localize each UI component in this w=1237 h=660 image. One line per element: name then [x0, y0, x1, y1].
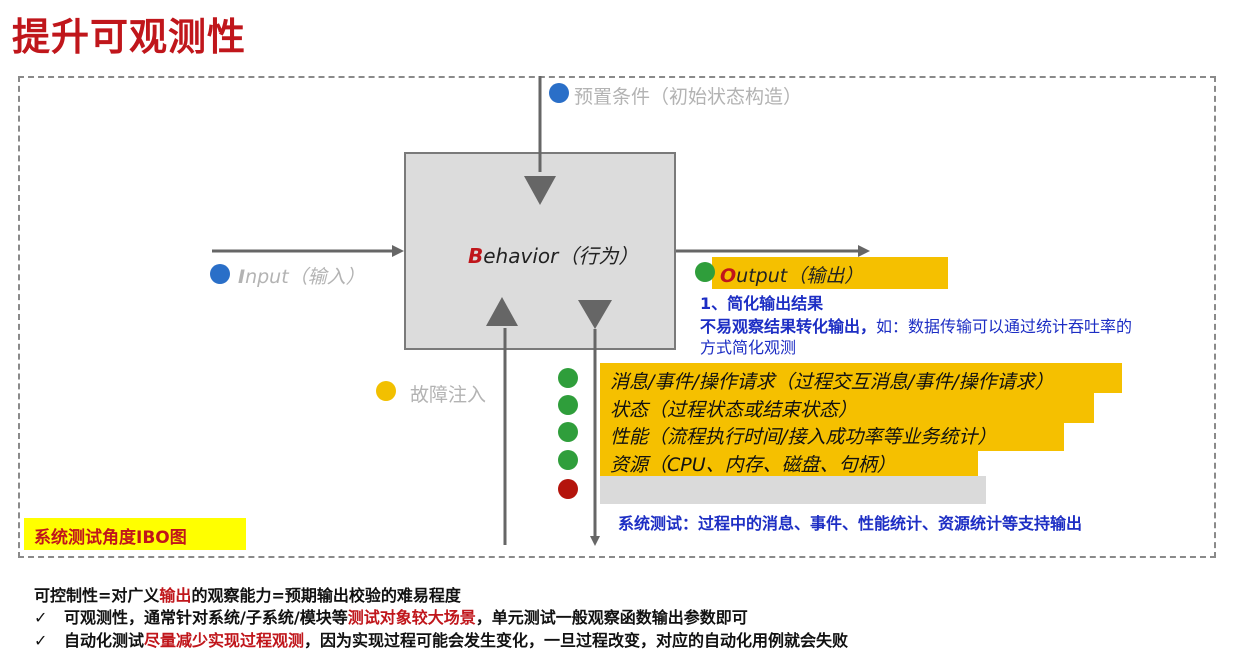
observable-item: 状态（过程状态或结束状态）: [610, 399, 858, 421]
input-arrowhead: [392, 245, 404, 257]
output-rest: utput（输出）: [736, 265, 864, 287]
observable-dot-3: [558, 422, 578, 442]
fault-label: 故障注入: [410, 384, 487, 406]
note2-highlight: 测试对象较大场景: [347, 608, 476, 627]
note-line-2: ✓ 可观测性，通常针对系统/子系统/模块等测试对象较大场景，单元测试一般观察函数输…: [34, 604, 748, 628]
diagram-frame: [18, 76, 1216, 558]
output-initial: O: [720, 265, 737, 287]
fault-dot: [376, 381, 396, 401]
output-arrowhead: [858, 245, 870, 257]
behavior-label: Behavior（行为）: [468, 240, 638, 269]
simplify-rest: 如：数据传输可以通过统计吞吐率的: [876, 317, 1133, 336]
observable-item: 性能（流程执行时间/接入成功率等业务统计）: [610, 426, 997, 448]
observable-bar-4: [600, 449, 978, 479]
observable-dot-4: [558, 450, 578, 470]
simplify-line2: 方式简化观测: [700, 338, 797, 357]
ibo-highlight: [24, 518, 246, 550]
output-dot: [695, 262, 715, 282]
observable-dot-2: [558, 395, 578, 415]
note-line-1: 可控制性=对广义输出的观察能力=预期输出校验的难易程度: [34, 582, 461, 606]
note1-b: 的观察能力=预期输出校验的难易程度: [191, 586, 461, 605]
input-dot: [210, 264, 230, 284]
precondition-label: 预置条件（初始状态构造）: [574, 86, 803, 108]
input-initial: I: [238, 266, 246, 288]
observable-item: 资源（CPU、内存、磁盘、句柄）: [610, 454, 896, 476]
page-title: 提升可观测性: [12, 15, 247, 59]
observation-arrow-tip: [590, 536, 600, 546]
fault-arrowhead: [486, 297, 518, 326]
output-label: Output（输出）: [720, 261, 863, 288]
precondition-arrowhead: [524, 176, 556, 205]
precondition-dot: [549, 83, 569, 103]
observable-bar-hidden: [600, 476, 986, 504]
behavior-initial: B: [468, 244, 484, 268]
output-highlight: [712, 257, 948, 289]
observation-arrowhead: [578, 300, 612, 329]
observable-bar-3: [600, 421, 1064, 451]
observable-dot-1: [558, 368, 578, 388]
ibo-label: 系统测试角度IBO图: [34, 528, 187, 548]
input-rest: nput（输入）: [245, 266, 365, 288]
observable-bar-1: [600, 363, 1122, 393]
simplify-heading: 1、简化输出结果: [700, 294, 824, 313]
note-line-3: ✓ 自动化测试尽量减少实现过程观测，因为实现过程可能会发生变化，一旦过程改变，对应…: [34, 627, 848, 651]
check-icon: ✓: [34, 608, 48, 627]
note1-a: 可控制性=对广义: [34, 586, 160, 605]
input-label: Input（输入）: [238, 262, 365, 289]
note2-a: 可观测性，通常针对系统/子系统/模块等: [64, 608, 348, 627]
note3-highlight: 尽量减少实现过程观测: [144, 631, 305, 650]
observable-item: 消息/事件/操作请求（过程交互消息/事件/操作请求）: [610, 371, 1054, 393]
note1-highlight: 输出: [159, 586, 192, 605]
simplify-line1: 不易观察结果转化输出，如：数据传输可以通过统计吞吐率的: [700, 313, 1132, 337]
system-test-note: 系统测试：过程中的消息、事件、性能统计、资源统计等支持输出: [618, 514, 1083, 533]
observable-bar-2: [600, 393, 1094, 423]
behavior-rest: ehavior（行为）: [483, 244, 639, 268]
observable-dot-5: [558, 479, 578, 499]
note3-a: 自动化测试: [64, 631, 145, 650]
check-icon: ✓: [34, 631, 48, 650]
simplify-bold: 不易观察结果转化输出，: [700, 317, 877, 336]
note2-b: ，单元测试一般观察函数输出参数即可: [475, 608, 748, 627]
note3-b: ，因为实现过程可能会发生变化，一旦过程改变，对应的自动化用例就会失败: [304, 631, 849, 650]
